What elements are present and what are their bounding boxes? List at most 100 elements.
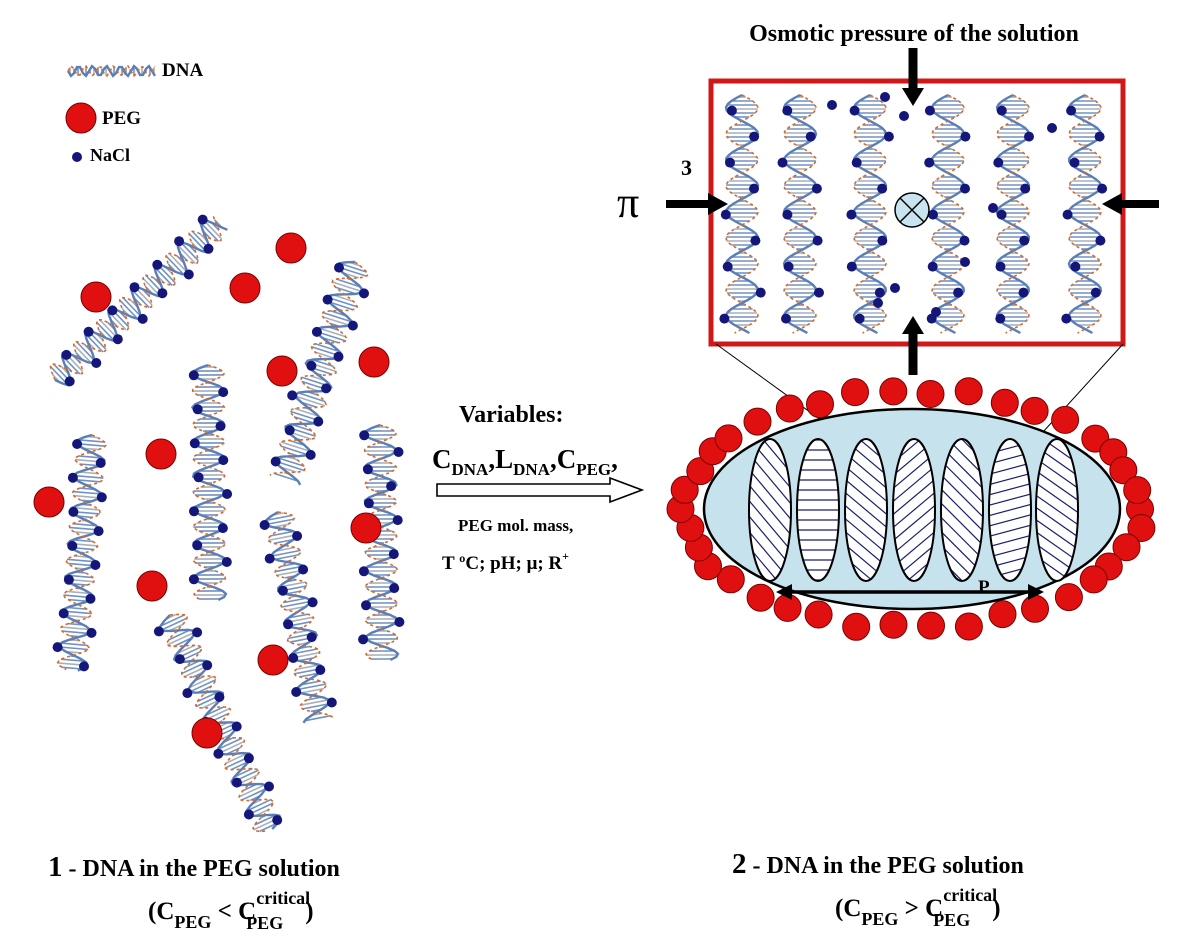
base-pair: [295, 664, 320, 671]
nacl-ion: [1024, 131, 1034, 142]
nacl-ion: [305, 449, 316, 460]
backbone: [267, 511, 334, 718]
hatch-line: [845, 439, 887, 573]
backbone: [57, 433, 106, 672]
peg-molecule: [988, 600, 1017, 629]
hatch-line: [845, 447, 887, 581]
nacl-ion: [880, 92, 890, 102]
nacl-ion: [292, 531, 303, 541]
hatch-line: [1036, 439, 1078, 563]
dna-layer: [1036, 439, 1078, 581]
legend-nacl-label: NaCl: [90, 145, 130, 165]
nacl-ion: [849, 105, 860, 116]
variables-list: CDNA,LDNA,CPEG,: [432, 444, 618, 479]
hatch-line: [1036, 457, 1078, 581]
base-pair: [314, 351, 336, 360]
nacl-ion: [854, 313, 865, 324]
peg-molecule: [33, 486, 65, 518]
nacl-ion: [221, 557, 232, 567]
base-pair: [295, 395, 326, 407]
dna-helix: [66, 64, 157, 78]
backbone: [725, 94, 759, 334]
nacl-ion: [334, 262, 344, 273]
nacl-ion: [358, 566, 369, 577]
peg-mol-mass: PEG mol. mass,: [458, 516, 573, 535]
nacl-ion: [812, 235, 823, 246]
peg-molecule: [1112, 533, 1141, 562]
nacl-ion: [960, 183, 970, 194]
dna-helices-packed: [719, 93, 1108, 335]
base-pair: [67, 562, 95, 567]
nacl-ion: [1062, 209, 1073, 220]
base-pair: [225, 752, 248, 765]
backbone: [931, 94, 965, 334]
nacl-ion: [1066, 105, 1077, 116]
peg-molecule: [1123, 476, 1152, 505]
hatch-line: [1036, 448, 1078, 581]
base-pair: [217, 737, 243, 751]
nacl-ion: [264, 781, 274, 792]
nacl-ion: [899, 111, 909, 121]
base-pair: [160, 617, 188, 631]
peg-molecule: [358, 346, 390, 378]
base-pair: [246, 798, 272, 812]
transition-arrow: [436, 476, 645, 504]
base-pair: [238, 784, 266, 798]
base-pair: [173, 637, 193, 648]
nacl-ion: [1097, 183, 1108, 194]
base-pair: [122, 296, 142, 317]
backbone: [67, 64, 156, 78]
nacl-ion: [359, 430, 370, 441]
nacl-ion: [287, 390, 298, 401]
base-pair: [233, 767, 253, 778]
base-pair: [276, 456, 305, 468]
nacl-ion: [197, 214, 208, 225]
dna-layer-outline: [940, 438, 984, 582]
base-pair: [274, 565, 304, 573]
legend-peg-icon: [65, 102, 97, 134]
base-pair: [153, 266, 173, 287]
hatch-line: [989, 526, 1031, 581]
hatch-line: [749, 439, 791, 581]
nacl-ion: [846, 209, 857, 220]
nacl-ion: [749, 183, 759, 194]
nacl-ion: [52, 642, 63, 653]
nacl-ion: [811, 183, 822, 194]
legend-peg-label: PEG: [102, 108, 141, 129]
base-pair: [280, 441, 311, 453]
hatch-line: [1036, 440, 1078, 580]
peg-molecule: [842, 612, 871, 641]
base-pair: [294, 407, 320, 418]
base-pair: [297, 392, 326, 403]
base-pair: [73, 474, 104, 479]
nacl-ions-packed: [827, 92, 1057, 317]
nacl-ion: [851, 157, 862, 168]
dna-layer-outline: [844, 438, 888, 582]
base-pair: [280, 600, 311, 608]
nacl-ion: [182, 688, 193, 699]
hatch-line: [989, 459, 1031, 523]
nacl-ion: [315, 665, 326, 675]
base-pair: [300, 699, 329, 706]
base-pair: [335, 278, 361, 288]
nacl-ion: [1090, 287, 1101, 298]
base-pair: [271, 549, 301, 557]
nacl-ion: [326, 697, 337, 708]
base-pair: [167, 631, 195, 646]
nacl-ion: [243, 809, 254, 820]
base-pair: [176, 244, 196, 265]
nacl-ion: [322, 294, 333, 305]
base-pair: [273, 472, 299, 482]
base-pair: [196, 690, 220, 703]
base-pair: [64, 614, 89, 619]
dna-helix: [188, 363, 233, 601]
dna-helix: [52, 433, 108, 672]
peg-molecule: [1020, 396, 1049, 425]
backbone: [853, 94, 887, 334]
nacl-ion: [347, 320, 358, 331]
backbone: [996, 94, 1030, 334]
peg-molecule: [917, 611, 945, 640]
peg-molecule: [716, 565, 745, 594]
hatch-line: [1036, 439, 1078, 572]
